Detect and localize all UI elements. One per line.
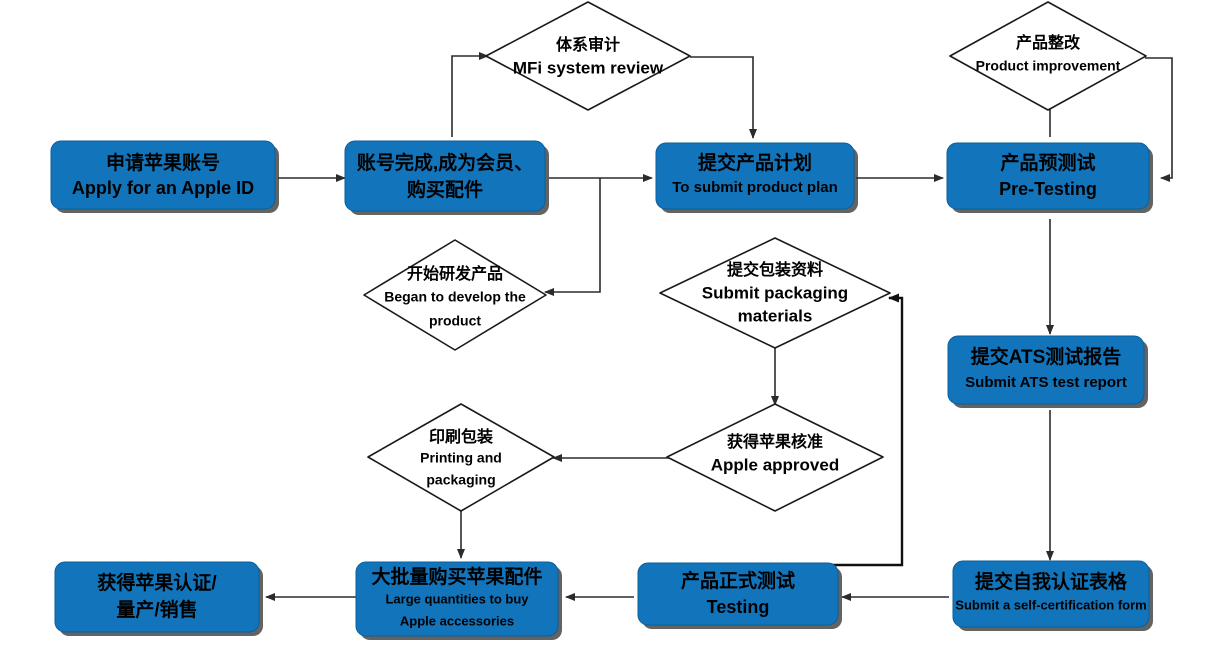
decision-apple-approved <box>666 403 884 512</box>
process-submit-product-plan[interactable] <box>655 142 855 210</box>
label-account-member-cn-1: 账号完成,成为会员、 <box>357 151 533 174</box>
label-submit-ats-test-report-cn: 提交ATS测试报告 <box>971 345 1122 368</box>
decision-product-improvement <box>949 1 1147 111</box>
process-account-member[interactable] <box>344 140 546 212</box>
decision-layer <box>363 1 1147 512</box>
process-submit-ats-test-report[interactable] <box>947 335 1145 405</box>
label-product-improvement-cn: 产品整改 <box>1016 33 1081 52</box>
label-mfi-system-review-cn: 体系审计 <box>556 35 620 54</box>
label-mfi-system-review-en: MFi system review <box>513 58 664 77</box>
label-submit-packaging-materials-en-1: Submit packaging <box>702 283 848 302</box>
label-apple-certification-cn-2: 量产/销售 <box>116 598 197 621</box>
edge-account-to-develop <box>544 178 601 296</box>
label-pre-testing-en: Pre-Testing <box>999 179 1097 199</box>
label-submit-product-plan-cn: 提交产品计划 <box>698 151 812 174</box>
decision-submit-packaging-materials <box>659 237 891 349</box>
label-apply-apple-id-en: Apply for an Apple ID <box>72 178 254 198</box>
label-submit-product-plan-en: To submit product plan <box>672 179 838 196</box>
label-begin-develop-product-en-2: product <box>429 313 481 329</box>
label-buy-apple-accessories-en-1: Large quantities to buy <box>385 591 529 606</box>
decision-printing-packaging <box>367 403 555 512</box>
label-submit-packaging-materials-cn: 提交包装资料 <box>727 260 823 279</box>
edge-mfi-to-plan <box>690 56 757 139</box>
process-apple-certification[interactable] <box>54 561 260 633</box>
label-apple-certification-cn-1: 获得苹果认证/ <box>97 571 217 594</box>
decision-mfi-system-review <box>485 1 691 111</box>
connector-layer <box>265 52 1173 601</box>
label-begin-develop-product-cn: 开始研发产品 <box>407 264 503 283</box>
label-layer: 申请苹果账号 Apply for an Apple ID 账号完成,成为会员、 … <box>72 33 1147 628</box>
label-apply-apple-id-cn: 申请苹果账号 <box>106 151 220 174</box>
label-buy-apple-accessories-en-2: Apple accessories <box>400 613 514 628</box>
label-submit-self-certification-en: Submit a self-certification form <box>955 597 1146 612</box>
label-printing-packaging-cn: 印刷包装 <box>429 427 493 446</box>
process-layer <box>50 140 1153 640</box>
label-buy-apple-accessories-cn: 大批量购买苹果配件 <box>371 565 542 588</box>
label-submit-ats-test-report-en: Submit ATS test report <box>965 374 1127 391</box>
process-apply-apple-id[interactable] <box>50 140 276 210</box>
process-buy-apple-accessories[interactable] <box>355 561 559 637</box>
label-submit-self-certification-cn: 提交自我认证表格 <box>975 570 1128 593</box>
label-printing-packaging-en-2: packaging <box>426 472 495 488</box>
decision-begin-develop-product <box>363 239 547 351</box>
process-formal-testing[interactable] <box>637 562 839 626</box>
label-begin-develop-product-en-1: Began to develop the <box>384 289 526 305</box>
process-pre-testing[interactable] <box>946 142 1150 210</box>
edge-improvement-to-pretesting <box>1145 57 1173 182</box>
label-formal-testing-en: Testing <box>707 597 770 617</box>
process-submit-self-certification[interactable] <box>952 560 1150 628</box>
label-printing-packaging-en-1: Printing and <box>420 450 502 466</box>
label-pre-testing-cn: 产品预测试 <box>1000 151 1095 174</box>
edge-account-to-mfi <box>451 52 489 137</box>
label-apple-approved-cn: 获得苹果核准 <box>727 432 823 451</box>
label-product-improvement-en: Product improvement <box>976 58 1121 74</box>
label-apple-approved-en: Apple approved <box>711 455 839 474</box>
label-submit-packaging-materials-en-2: materials <box>738 306 813 325</box>
label-account-member-cn-2: 购买配件 <box>407 178 483 201</box>
label-formal-testing-cn: 产品正式测试 <box>681 569 795 592</box>
